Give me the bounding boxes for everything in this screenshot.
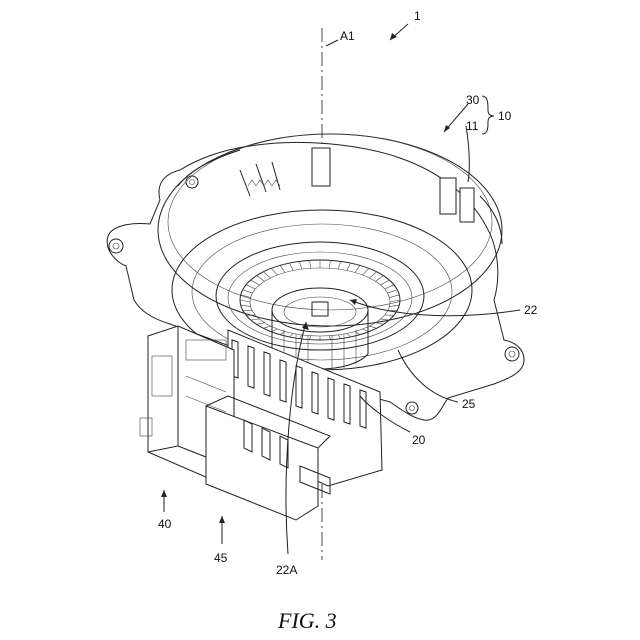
brace-10 bbox=[482, 96, 494, 134]
label-10: 10 bbox=[498, 109, 512, 123]
label-20: 20 bbox=[412, 433, 426, 447]
label-a1: A1 bbox=[340, 29, 355, 43]
label-30: 30 bbox=[466, 93, 480, 107]
label-22a: 22A bbox=[276, 563, 297, 577]
leader-a1 bbox=[326, 40, 338, 46]
figure-caption: FIG. 3 bbox=[277, 608, 337, 633]
label-40: 40 bbox=[158, 517, 172, 531]
label-22: 22 bbox=[524, 303, 538, 317]
label-25: 25 bbox=[462, 397, 476, 411]
label-1: 1 bbox=[414, 9, 421, 23]
leader-11 bbox=[466, 126, 469, 182]
label-45: 45 bbox=[214, 551, 228, 565]
label-11: 11 bbox=[466, 119, 479, 133]
